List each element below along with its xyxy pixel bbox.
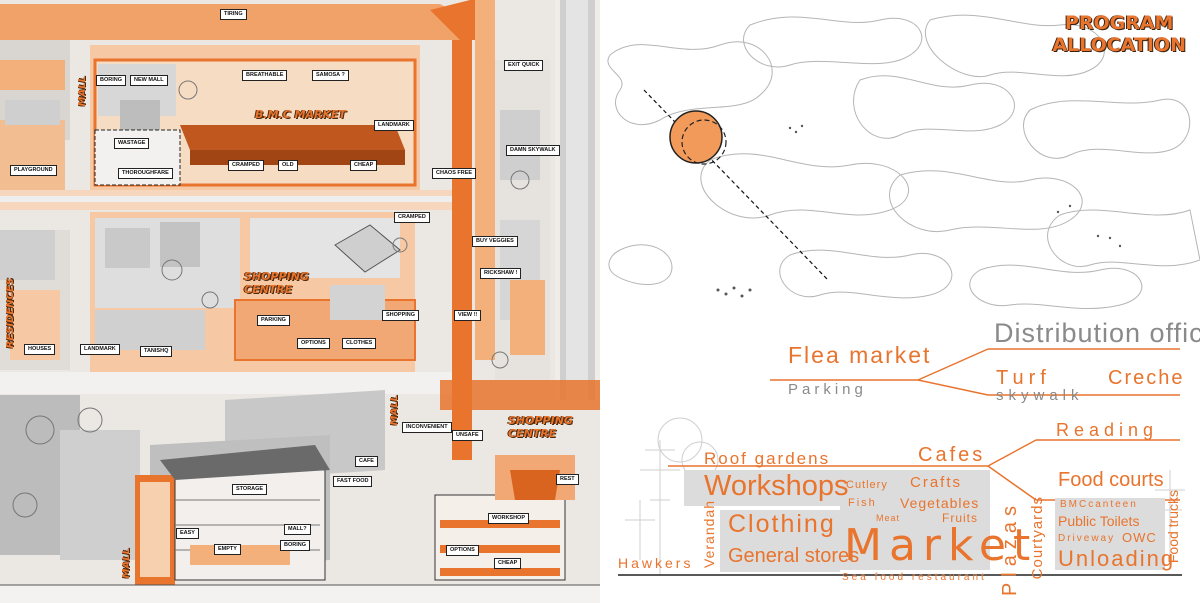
map-tag: CRAMPED [228,160,264,171]
program-courtyards: Courtyards [1029,496,1046,580]
program-parking: Parking [788,381,867,398]
program-plazas: Plazas [999,500,1021,597]
map-tag: BUY VEGGIES [472,236,518,247]
zone-label-mall: MALL [389,395,400,426]
program-food-courts: Food courts [1058,469,1164,491]
program-flea-market: Flea market [788,342,932,368]
program-public-toilets: Public Toilets [1058,513,1140,529]
map-tag: MALL? [284,524,311,535]
map-tag: INCONVENIENT [402,422,452,433]
program-vegetables: Vegetables [900,495,980,511]
program-reading: Reading [1056,420,1159,440]
map-tag: NEW MALL [130,75,168,86]
program-hawkers: Hawkers [618,555,694,571]
program-general-stores: General stores [728,545,860,567]
map-tag: DAMN SKYWALK [506,145,560,156]
clothing-box [720,510,840,572]
program-bmc-canteen: BMCcanteen [1060,499,1138,510]
program-food-trucks: Food trucks [1165,490,1181,564]
program-crafts: Crafts [910,474,963,491]
market-box [840,470,990,570]
map-tag: EASY [176,528,199,539]
map-tag: CRAMPED [394,212,430,223]
map-tag: EMPTY [214,544,241,555]
map-tag: THOROUGHFARE [118,168,173,179]
map-tag: REST [556,474,579,485]
map-tag: TIRING [220,9,247,20]
program-fish: Fish [848,497,877,509]
map-tag: CAFE [355,456,378,467]
map-tag: SHOPPING [382,310,420,321]
program-clothing: Clothing [728,510,836,538]
zone-label-mall: MALL [77,76,88,107]
program-meat: Meat [876,513,901,523]
zone-label-shopping-centre: SHOPPING CENTRE [244,270,309,296]
map-tag: STORAGE [232,484,268,495]
zone-label-shopping-centre: SHOPPING CENTRE [508,414,573,440]
zone-label-mall: MALL [121,548,132,579]
title-line-1: PROGRAM [1064,12,1174,34]
map-tag: HOUSES [24,344,56,355]
program-driveway: Driveway [1058,533,1116,544]
zone-label-bmc-market: B.M.C MARKET [255,108,347,121]
map-tag: SAMOSA ? [312,70,349,81]
program-skywalk: skywalk [996,387,1084,404]
program-allocation-title: PROGRAM ALLOCATION [1052,12,1186,56]
program-allocation-panel: PROGRAM ALLOCATION Distribution office F… [600,0,1200,603]
program-creche: Creche [1108,367,1185,389]
map-drawing [0,0,600,603]
workshops-box [684,470,840,506]
zone-label-residences: RESIDENCES [5,278,16,349]
map-tag: LANDMARK [374,120,414,131]
map-tag: PARKING [257,315,290,326]
food-courts-box [1055,498,1165,570]
program-distribution-office: Distribution office [994,318,1200,348]
program-market: Market [844,520,1038,571]
program-workshops: Workshops [704,470,849,502]
map-tag: CHAOS FREE [432,168,477,179]
map-tag: PLAYGROUND [10,165,57,176]
program-turf: Turf [996,367,1051,389]
map-tag: WORKSHOP [488,513,529,524]
map-tag: CHEAP [494,558,522,569]
program-cutlery: Cutlery [846,479,888,491]
map-tag: FAST FOOD [333,476,373,487]
map-tag: BORING [96,75,126,86]
map-tag: LANDMARK [80,344,120,355]
map-tag: UNSAFE [452,430,483,441]
program-unloading: Unloading [1058,546,1176,571]
map-tag: BORING [280,540,310,551]
map-tag: OPTIONS [446,545,479,556]
map-tag: VIEW !! [454,310,482,321]
map-tag: CLOTHES [342,338,377,349]
map-tag: WASTAGE [114,138,150,149]
program-verandah: Verandah [701,500,717,568]
map-tag: OLD [278,160,298,171]
program-cafes: Cafes [918,444,986,466]
map-tag: CHEAP [350,160,378,171]
map-tag: EXIT QUICK [504,60,544,71]
map-tag: OPTIONS [297,338,330,349]
program-roof-gardens: Roof gardens [704,449,831,468]
map-tag: BREATHABLE [242,70,288,81]
program-diagram-lines [607,14,1200,576]
program-owc: OWC [1122,530,1157,545]
title-line-2: ALLOCATION [1052,34,1186,56]
map-tag: TANISHQ [140,346,173,357]
program-fruits: Fruits [942,511,978,525]
map-tag: RICKSHAW ! [480,268,522,279]
axonometric-map-panel: TIRING BORING NEW MALL BREATHABLE SAMOSA… [0,0,600,603]
program-seafood-restaurant: Sea food restaurant [842,572,987,583]
